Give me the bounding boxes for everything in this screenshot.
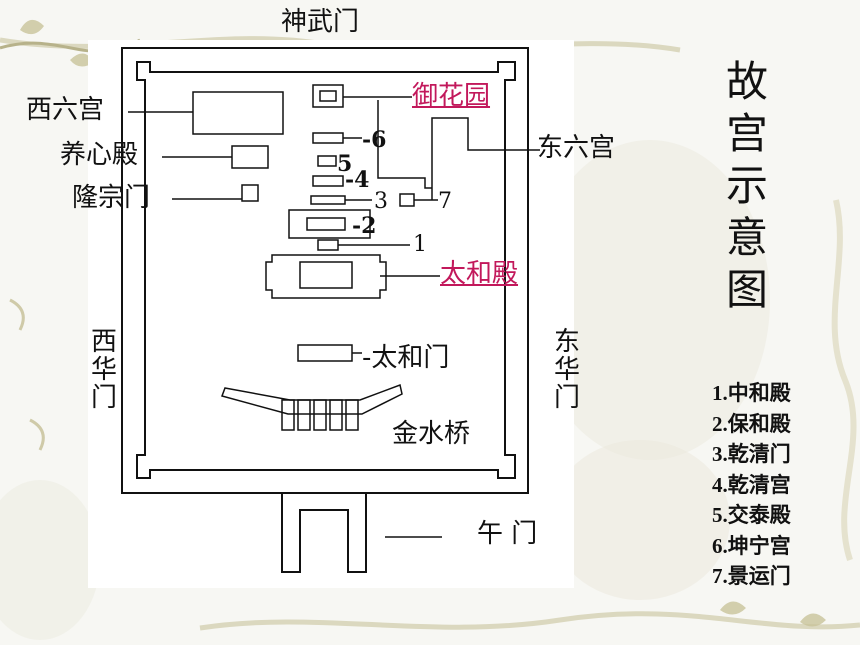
legend-item: 2.保和殿 [712, 411, 791, 436]
label-xihuamen: 西华门 [90, 327, 117, 413]
label-jinshuiqiao: 金水桥 [392, 419, 471, 449]
label-yangxindian: 养心殿 [60, 140, 139, 170]
marker-2: -2 [352, 213, 377, 239]
inner-wall [136, 61, 516, 479]
label-dongliugong: 东六宫 [537, 133, 616, 163]
legend-item: 5.交泰殿 [712, 503, 791, 527]
label-donghuamen: 东华门 [553, 327, 580, 413]
link-yuhuayuan[interactable]: 御花园 [412, 81, 491, 111]
marker-7: 7 [438, 189, 452, 214]
legend-item: 4.乾清宫 [712, 472, 791, 497]
legend: 1.中和殿 2.保和殿 3.乾清门 4.乾清宫 5.交泰殿 6.坤宁宫 7.景运… [712, 378, 852, 592]
marker-5: 5 [337, 151, 353, 177]
label-xiliugong: 西六宫 [26, 95, 105, 125]
marker-6: -6 [362, 127, 387, 153]
legend-item: 6.坤宁宫 [712, 533, 791, 558]
marker-4: -4 [345, 167, 370, 193]
marker-3: 3 [374, 189, 388, 214]
label-shenwumen: 神武门 [281, 7, 360, 37]
label-wumen: 午 门 [477, 519, 538, 549]
map-panel [88, 40, 574, 588]
legend-item: 7.景运门 [712, 564, 791, 588]
link-taihedian[interactable]: 太和殿 [440, 259, 519, 289]
page-title: 故宫示意图 [725, 57, 768, 314]
outer-wall [121, 47, 529, 494]
marker-1: 1 [413, 232, 427, 257]
legend-item: 1.中和殿 [712, 381, 791, 405]
label-longzongmen: 隆宗门 [72, 183, 151, 213]
meridian-gate [281, 493, 367, 573]
legend-item: 3.乾清门 [712, 442, 791, 466]
label-taihemen: -太和门 [362, 343, 450, 373]
